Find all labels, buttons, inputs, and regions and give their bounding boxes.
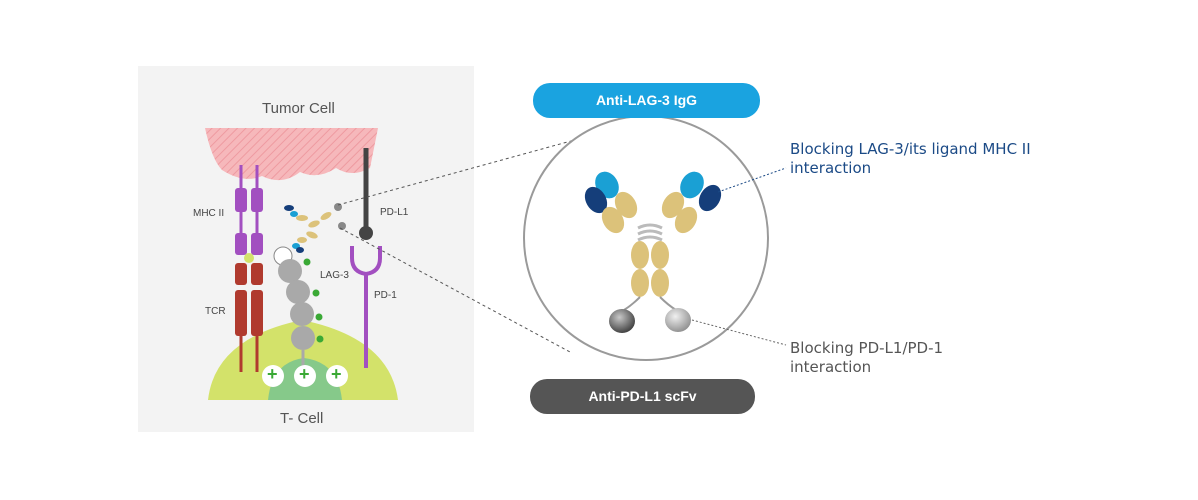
pdl1-label: PD-L1 xyxy=(380,207,409,218)
plus-sign-2: + xyxy=(299,364,310,384)
mhc2-label: MHC II xyxy=(193,208,225,219)
lag3-molecule xyxy=(273,246,324,368)
plus-sign-3: + xyxy=(331,364,342,384)
anti-pdl1-scfv-pill: Anti-PD-L1 scFv xyxy=(530,379,755,414)
tcr-molecule xyxy=(235,263,263,372)
pdl1-molecule xyxy=(359,148,373,240)
small-bispecific-antibody xyxy=(284,203,346,253)
tumor-cell-membrane xyxy=(205,128,378,181)
tumor-cell-label: Tumor Cell xyxy=(262,100,335,117)
annotation-pdl1-line2: interaction xyxy=(790,358,872,376)
zoom-line-top xyxy=(337,126,623,206)
annotation-pdl1-blocking: Blocking PD-L1/PD-1 interaction xyxy=(790,339,943,377)
t-cell-label: T- Cell xyxy=(280,410,324,427)
tcr-label: TCR xyxy=(205,306,226,317)
annotation-bottom-leader xyxy=(691,319,787,346)
lag3-label: LAG-3 xyxy=(320,270,349,281)
annotation-pdl1-line1: Blocking PD-L1/PD-1 xyxy=(790,339,944,357)
plus-sign-1: + xyxy=(267,364,278,384)
anti-lag3-igg-pill: Anti-LAG-3 IgG xyxy=(533,83,760,118)
zoom-line-bottom xyxy=(339,227,571,353)
annotation-top-leader xyxy=(717,167,787,193)
large-bispecific-antibody xyxy=(584,171,722,333)
annotation-lag3-blocking: Blocking LAG-3/its ligand MHC II interac… xyxy=(790,140,1031,178)
annotation-lag3-line2: interaction xyxy=(790,159,872,177)
pd1-label: PD-1 xyxy=(374,290,397,301)
mhc2-molecule xyxy=(235,165,263,263)
annotation-lag3-line1: Blocking LAG-3/its ligand MHC II xyxy=(790,140,1031,158)
pd1-molecule xyxy=(350,246,382,368)
activation-signals xyxy=(262,365,348,387)
